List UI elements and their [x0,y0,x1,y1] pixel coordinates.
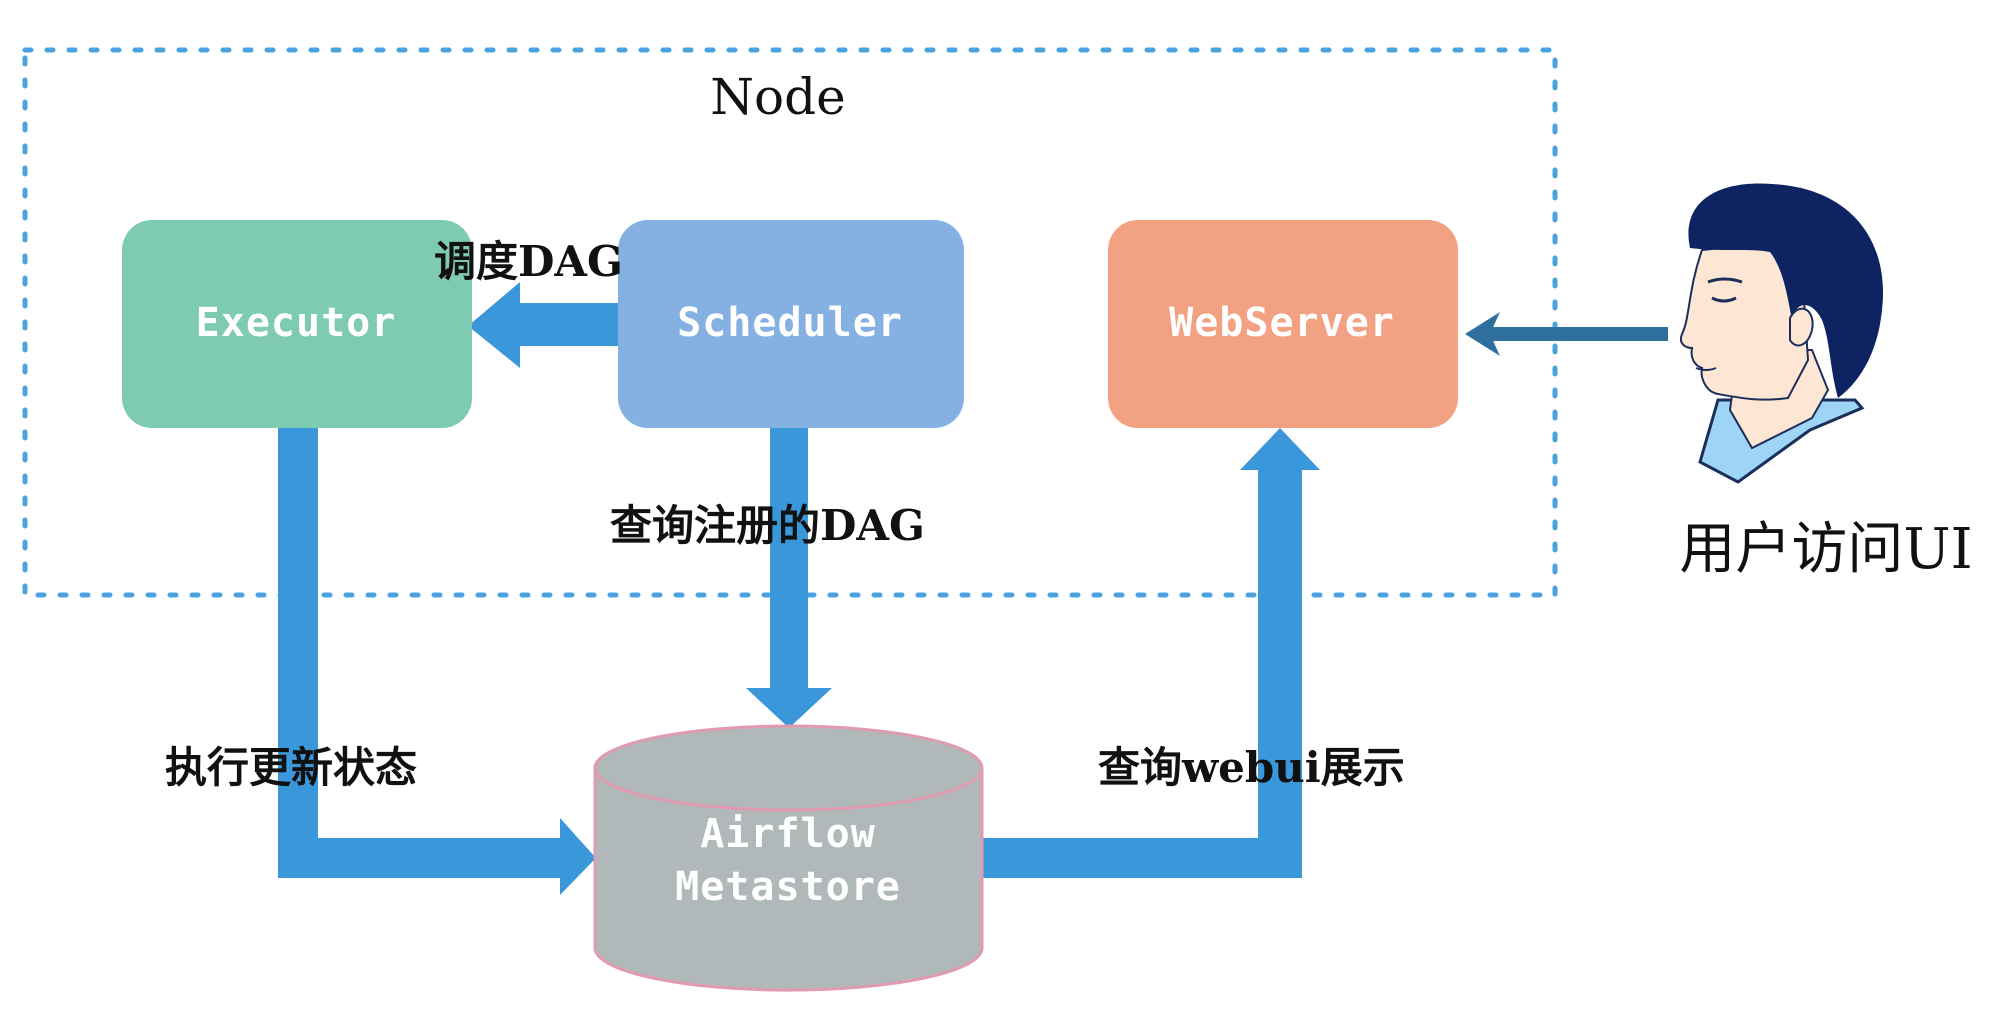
edge-label-update-state: 执行更新状态 [165,743,417,792]
webserver-node: WebServer [1108,220,1458,428]
webserver-label: WebServer [1169,300,1395,346]
metastore-label-line1: Airflow [700,811,876,857]
user-label: 用户访问UI [1679,517,1972,582]
flow-arrows [278,282,1320,895]
arrow-scheduler-to-executor [468,282,618,368]
arrow-metastore-to-webserver [982,428,1320,878]
arrow-user-to-webserver [1465,312,1668,356]
metastore-node: Airflow Metastore [593,724,984,992]
metastore-label-line2: Metastore [675,864,901,910]
edge-label-query-registered-dag: 查询注册的DAG [610,501,925,550]
edge-label-query-webui: 查询webui展示 [1098,743,1405,792]
scheduler-label: Scheduler [677,300,903,346]
arrow-executor-to-metastore [278,428,596,895]
edge-label-schedule-dag: 调度DAG [434,237,623,286]
executor-label: Executor [196,300,397,346]
arrow-scheduler-to-metastore [746,428,832,728]
scheduler-node: Scheduler [618,220,964,428]
executor-node: Executor [122,220,472,428]
user-head-icon [1680,183,1884,484]
node-title: Node [710,68,845,126]
